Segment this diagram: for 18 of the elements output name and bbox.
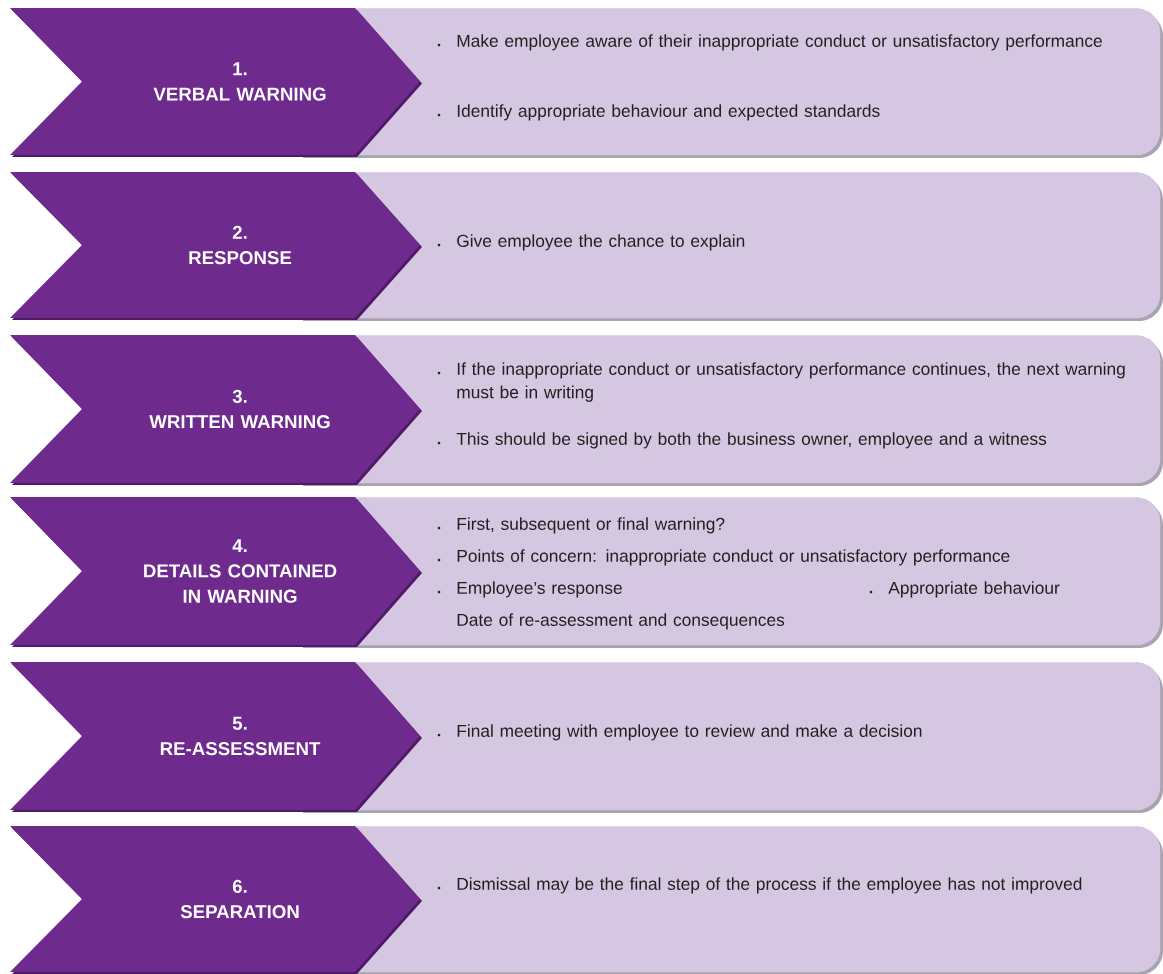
step-label: 6. SEPARATION (180, 879, 299, 919)
step-label: 5. RE-ASSESSMENT (160, 716, 321, 756)
bullet-text: Date of re-assessment and consequences (457, 613, 785, 630)
bullet-text: Appropriate behaviour (888, 581, 1060, 598)
step-label: 4. DETAILS CONTAINED IN WARNING (144, 539, 337, 603)
bullet-text: This should be signed by both the business owner, employee and a witness (456, 432, 1047, 449)
bullet-text: Identify appropriate behaviour and expected standards (457, 104, 880, 121)
step-label: 3. WRITTEN WARNING (149, 389, 330, 429)
bullet-text: Final meeting with employee to review and make a decision (457, 724, 922, 741)
bullet-text: Give employee the chance to explain (457, 234, 745, 251)
bullet-text: Make employee aware of their inappropriate conduct or unsatisfactory performance (457, 34, 1102, 51)
bullet-text: First, subsequent or final warning? (457, 517, 725, 534)
bullet-text: Points of concern: inappropriate conduct or unsatisfactory performance (457, 549, 1010, 566)
step-label: 1. VERBAL WARNING (153, 62, 326, 101)
step-label: 2. RESPONSE (189, 225, 292, 265)
bullet-text: Dismissal may be the final step of the process if the employee has not improved (457, 877, 1082, 894)
bullet-text: If the inappropriate conduct or unsatisfactory performance continues, the next warning must be in writing (457, 362, 1125, 402)
bullet-text: Employee’s response (457, 581, 622, 598)
